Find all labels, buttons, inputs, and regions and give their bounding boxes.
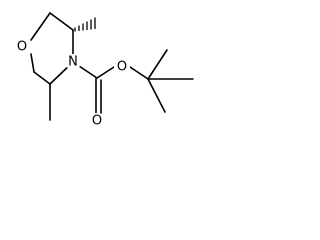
- bond-carbonyl-ester-o: [96, 66, 115, 79]
- svg-text:O: O: [117, 60, 127, 75]
- molecule-structure: O N O O: [14, 12, 194, 129]
- bond-ring-o-ch2-top: [30, 12, 51, 41]
- bond-ring-ch2-o: [30, 53, 35, 73]
- hashed-wedge-bond-methyl: [74, 17, 96, 32]
- bond-ring-c5-ch2-bottom: [33, 71, 51, 85]
- bond-tbu-methyl-bottom: [147, 78, 166, 113]
- bond-ring-ch2-c3: [49, 12, 74, 31]
- atom-nitrogen: N: [65, 54, 81, 70]
- atom-oxygen-ester: O: [114, 59, 130, 75]
- svg-text:N: N: [68, 55, 78, 70]
- atom-oxygen-carbonyl: O: [89, 113, 105, 129]
- bond-tbu-methyl-top: [147, 49, 168, 80]
- bond-ester-o-tbu: [129, 66, 149, 80]
- svg-text:O: O: [92, 114, 102, 129]
- atom-oxygen-ring: O: [14, 39, 30, 55]
- svg-text:O: O: [17, 40, 27, 55]
